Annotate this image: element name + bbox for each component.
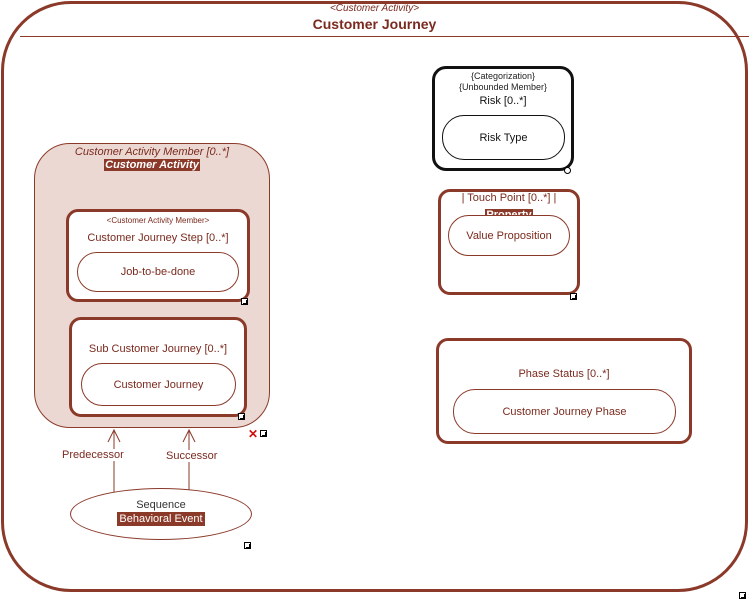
frame-header-divider bbox=[20, 36, 749, 37]
touch-point-label: | Touch Point [0..*] | bbox=[461, 192, 557, 204]
sequence-label: Sequence bbox=[136, 499, 186, 511]
journey-step-label: Customer Journey Step [0..*] bbox=[87, 232, 229, 244]
risk-type[interactable]: Risk Type bbox=[442, 115, 565, 160]
predecessor-label: Predecessor bbox=[61, 449, 125, 461]
value-proposition-type[interactable]: Value Proposition bbox=[448, 215, 570, 256]
sub-journey-label: Sub Customer Journey [0..*] bbox=[88, 343, 228, 355]
person-icon[interactable] bbox=[564, 167, 571, 174]
risk-stereotype-unbounded: {Unbounded Member} bbox=[458, 82, 548, 92]
activity-member-link-icon[interactable] bbox=[260, 430, 267, 437]
successor-arrowhead bbox=[182, 428, 196, 443]
journey-step-link-icon[interactable] bbox=[241, 298, 248, 305]
customer-journey-type[interactable]: Customer Journey bbox=[81, 363, 236, 406]
activity-member-type-label: Customer Activity bbox=[104, 159, 200, 171]
activity-member-label: Customer Activity Member [0..*] bbox=[74, 146, 230, 158]
delete-icon[interactable]: ✕ bbox=[248, 427, 259, 441]
predecessor-arrowhead bbox=[107, 428, 121, 443]
sub-journey-link-icon[interactable] bbox=[238, 413, 245, 420]
job-to-be-done-type[interactable]: Job-to-be-done bbox=[77, 252, 239, 292]
frame-link-icon[interactable] bbox=[739, 592, 746, 599]
risk-label: Risk [0..*] bbox=[479, 95, 527, 107]
sequence-type-label: Behavioral Event bbox=[117, 512, 205, 526]
sequence-link-icon[interactable] bbox=[244, 542, 251, 549]
journey-step-stereotype: <Customer Activity Member> bbox=[106, 216, 210, 225]
activity-member-type: Customer Activity bbox=[34, 159, 270, 171]
phase-status-label: Phase Status [0..*] bbox=[518, 368, 610, 380]
customer-journey-phase-type[interactable]: Customer Journey Phase bbox=[453, 389, 676, 434]
risk-stereotype-categorization: {Categorization} bbox=[470, 71, 536, 81]
successor-label: Successor bbox=[165, 450, 219, 462]
frame-title: Customer Journey bbox=[312, 16, 437, 32]
touch-point-link-icon[interactable] bbox=[570, 293, 577, 300]
frame-stereotype: <Customer Activity> bbox=[329, 3, 420, 14]
sequence-type: Behavioral Event bbox=[70, 512, 252, 526]
